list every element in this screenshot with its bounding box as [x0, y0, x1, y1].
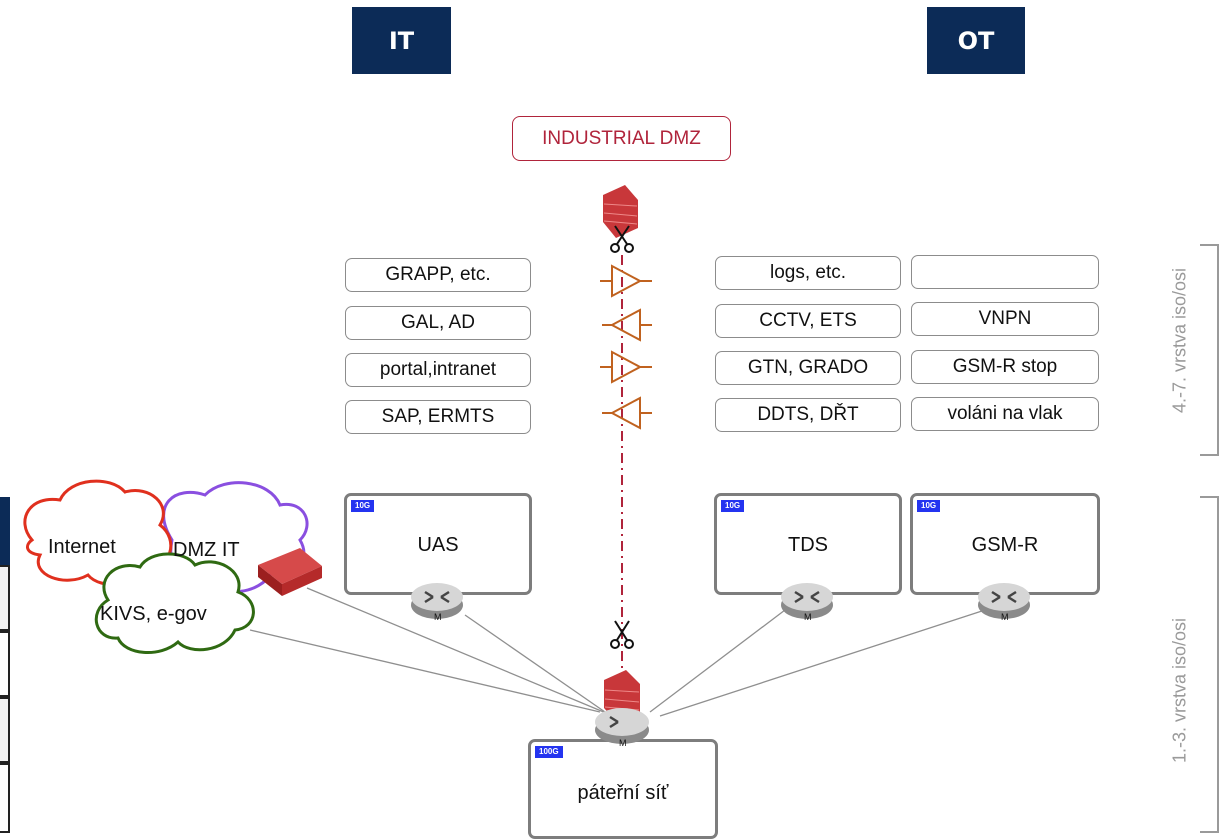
- cloud-label-dmz-it: DMZ IT: [173, 539, 240, 561]
- node-backbone: 100G páteřní síť: [528, 739, 718, 839]
- service-cctv: CCTV, ETS: [715, 304, 901, 338]
- node-label: páteřní síť: [577, 782, 669, 804]
- bandwidth-badge: 10G: [351, 500, 375, 512]
- table-edge: [0, 497, 12, 840]
- cloud-label-internet: Internet: [48, 536, 116, 558]
- router-icon: M: [978, 583, 1030, 622]
- layer-label-upper: 4.-7. vrstva iso/osi: [1169, 267, 1190, 414]
- router-icon: M: [595, 708, 649, 748]
- industrial-dmz-label: INDUSTRIAL DMZ: [512, 116, 731, 161]
- service-gsmr-stop: GSM-R stop: [911, 350, 1099, 384]
- data-diode-icon: [600, 264, 652, 430]
- service-grapp: GRAPP, etc.: [345, 258, 531, 292]
- svg-text:M: M: [804, 612, 812, 622]
- service-sap: SAP, ERMTS: [345, 400, 531, 434]
- layer-label-lower: 1.-3. vrstva iso/osi: [1169, 617, 1190, 764]
- bandwidth-badge: 10G: [917, 500, 941, 512]
- service-gtn: GTN, GRADO: [715, 351, 901, 385]
- node-label: UAS: [417, 534, 459, 556]
- firewall-icon: [603, 185, 638, 238]
- bandwidth-badge: 10G: [721, 500, 745, 512]
- svg-text:M: M: [619, 738, 627, 748]
- node-label: GSM-R: [971, 534, 1039, 556]
- svg-text:M: M: [1001, 612, 1009, 622]
- service-logs: logs, etc.: [715, 256, 901, 290]
- cloud-icon: [23, 479, 309, 655]
- service-ddts: DDTS, DŘT: [715, 398, 901, 432]
- node-label: TDS: [788, 534, 828, 556]
- router-icon: M: [411, 583, 463, 622]
- scissors-icon: [610, 225, 634, 649]
- ot-header: OT: [927, 7, 1025, 74]
- service-empty: [911, 255, 1099, 289]
- service-call-train: voláni na vlak: [911, 397, 1099, 431]
- cloud-label-kivs: KIVS, e-gov: [100, 603, 207, 625]
- it-header: IT: [352, 7, 451, 74]
- firewall-icon: [258, 548, 322, 596]
- service-portal: portal,intranet: [345, 353, 531, 387]
- service-gal-ad: GAL, AD: [345, 306, 531, 340]
- svg-text:M: M: [434, 612, 442, 622]
- router-icon: M: [781, 583, 833, 622]
- service-vnpn: VNPN: [911, 302, 1099, 336]
- bandwidth-badge: 100G: [535, 746, 563, 758]
- node-gsmr: 10G GSM-R: [910, 493, 1100, 595]
